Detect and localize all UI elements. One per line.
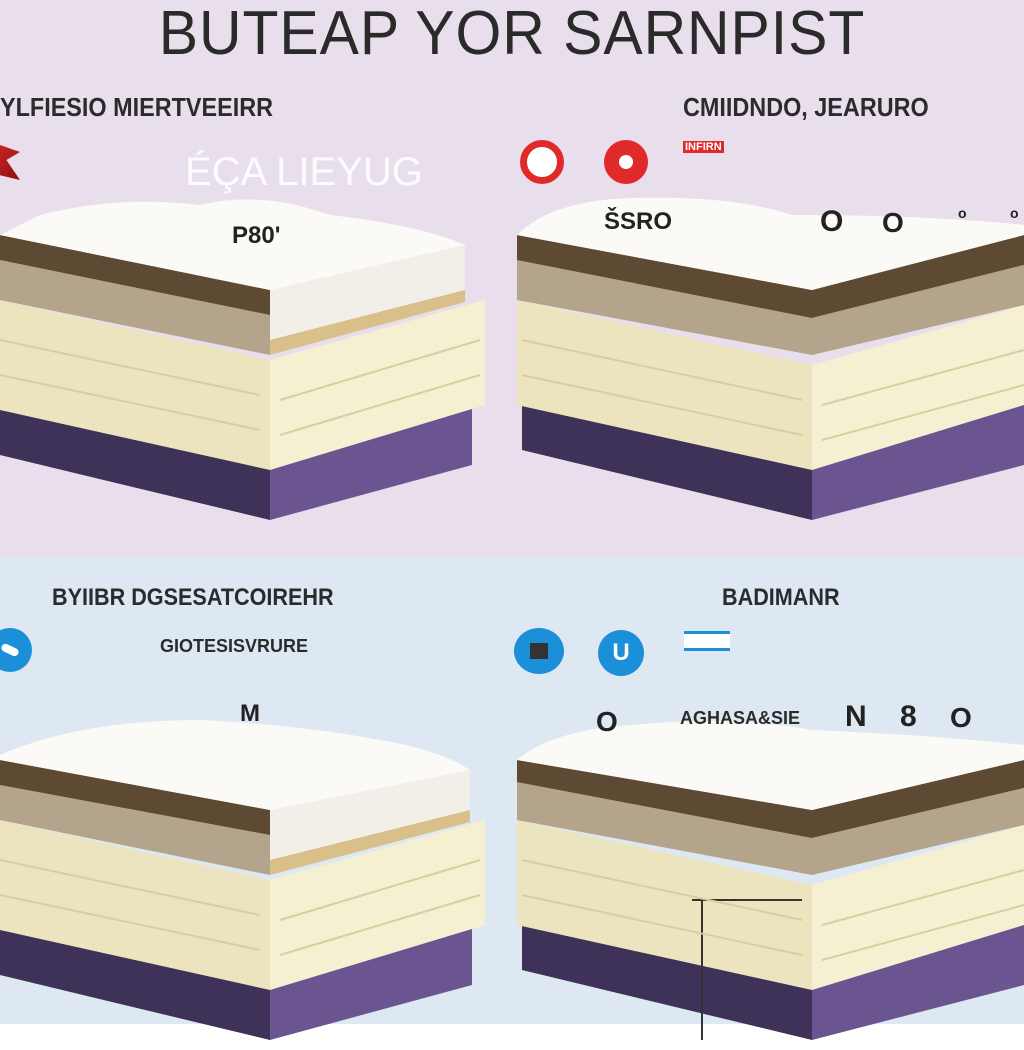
panel-4-annotation: AGHASA&SIE [680, 708, 801, 728]
panel-2-mark-3: o [958, 205, 967, 221]
panel-2-mark-4: o [1010, 205, 1019, 221]
panel-4-label: N [845, 700, 867, 733]
red-drop-icon [604, 140, 648, 184]
panel-4-mark-2: O [950, 702, 972, 733]
panel-1-ghost-text: ÉÇA LIEYUG [185, 150, 423, 194]
mattress-illustration-3 [0, 720, 485, 1040]
u-icon-letter: U [612, 639, 630, 666]
panel-2-tag: INFIRN [683, 141, 724, 153]
mattress-illustration-1 [0, 199, 485, 520]
panel-3-label: M [240, 700, 260, 727]
page-title: BUTEAP YOR SARNPIST [158, 0, 866, 68]
panel-2-label: ŠSRO [604, 208, 673, 235]
panel-4-mark-1: O [596, 706, 618, 737]
panel-3-subheading: GIOTESISVRURE [160, 636, 309, 656]
panel-2-heading: CMIIDNDO, JEARURO [683, 92, 929, 122]
blue-circle-icon [514, 628, 564, 674]
panel-4-label-2: 8 [900, 700, 917, 733]
panel-2-mark-2: O [882, 207, 904, 238]
mattress-illustration-2 [517, 197, 1024, 520]
panel-4-heading: BADIMANR [722, 584, 840, 611]
blue-u-icon: U [598, 630, 644, 676]
blue-flag-icon [684, 631, 730, 651]
panel-1-label: P80' [232, 222, 281, 249]
panel-2-mark-1: O [820, 205, 844, 238]
red-circle-icon [520, 140, 564, 184]
mattress-illustration-4 [517, 721, 1024, 1040]
panel-1-heading: YLFIESIO MIERTVEEIRR [0, 92, 274, 122]
panel-3-heading: BYIIBR DGSESATCOIREHR [52, 584, 334, 611]
